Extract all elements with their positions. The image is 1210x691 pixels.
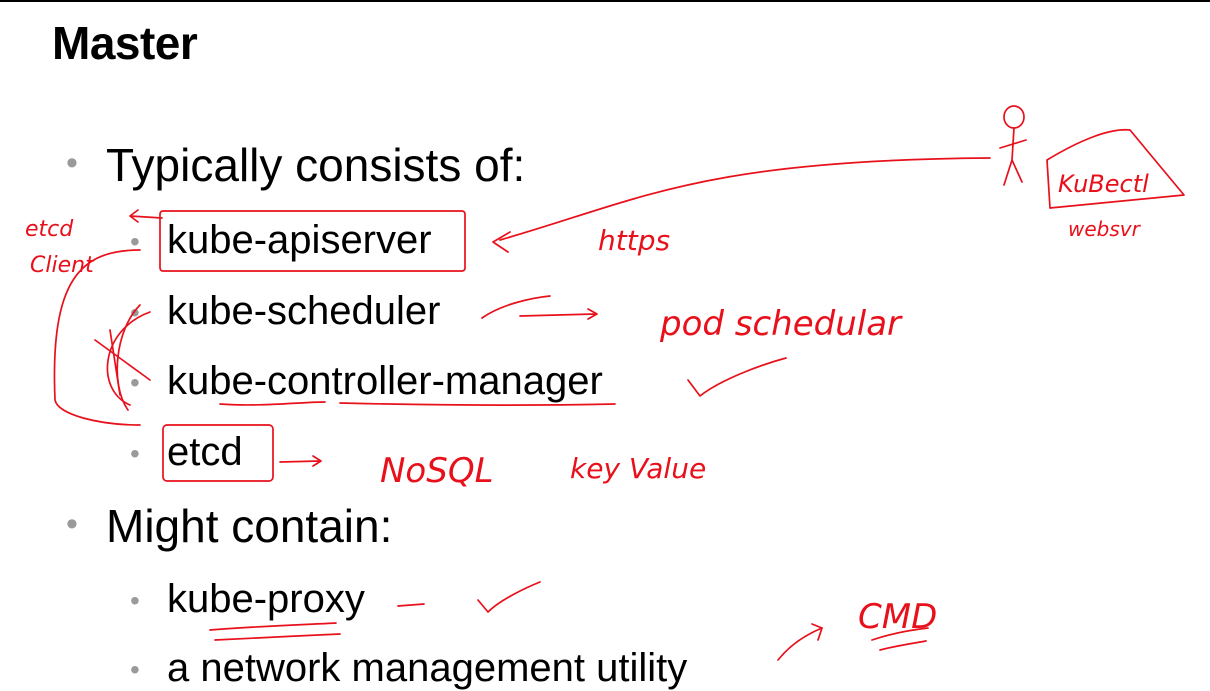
item-kube-apiserver: kube-apiserver [167,218,432,262]
bullet-dot: • [130,585,140,616]
ink-etcd: etcd [25,217,74,242]
ink-arrow-kubectl [499,157,991,241]
bullet-dot: • [130,297,140,328]
bullet-dot: • [66,505,78,543]
top-rule [0,0,1210,2]
ink-key-value: key Value [570,452,706,485]
ink-pod-schedular: pod schedular [659,304,903,344]
bullet-dot: • [66,144,78,182]
ink-person-icon [1003,105,1025,129]
ink-kubectl-box [1046,128,1185,209]
item-etcd: etcd [167,430,243,474]
ink-kubectl: KuBectl [1058,170,1149,198]
bullet-dot: • [130,654,140,685]
item-network-management-utility: a network management utility [167,646,688,690]
item-kube-proxy: kube-proxy [167,577,365,621]
slide-title: Master [52,17,198,69]
item-kube-controller-manager: kube-controller-manager [167,359,603,403]
bullet-dot: • [130,438,140,469]
ink-https: https [598,224,670,257]
bullet-might-contain: Might contain: [106,500,393,552]
ink-client: Client [30,253,95,278]
bullet-typically-consists: Typically consists of: [106,139,526,191]
bullet-dot: • [130,226,140,257]
ink-nosql: NoSQL [380,451,494,491]
bullet-dot: • [130,367,140,398]
item-kube-scheduler: kube-scheduler [167,289,441,333]
ink-websvr: websvr [1068,217,1142,241]
ink-cmd: CMD [858,597,937,637]
